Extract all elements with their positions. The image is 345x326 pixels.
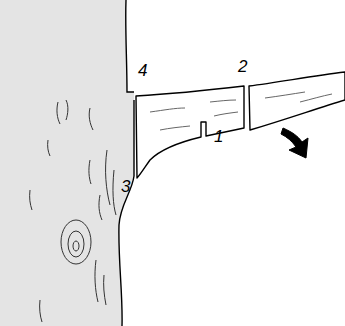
callout-number: 3 [121, 178, 130, 195]
callout-number: 4 [138, 62, 147, 79]
callout-number: 2 [238, 58, 247, 75]
tree-trunk [0, 0, 134, 326]
callout-number: 1 [214, 128, 223, 145]
wood-grain [265, 92, 332, 102]
falling-branch [249, 72, 345, 130]
bark-texture [30, 100, 116, 322]
trunk-edge [119, 0, 134, 326]
knot [61, 220, 91, 264]
branch-stub [136, 86, 244, 178]
fall-arrow [281, 128, 308, 158]
wood-grain [150, 100, 238, 130]
